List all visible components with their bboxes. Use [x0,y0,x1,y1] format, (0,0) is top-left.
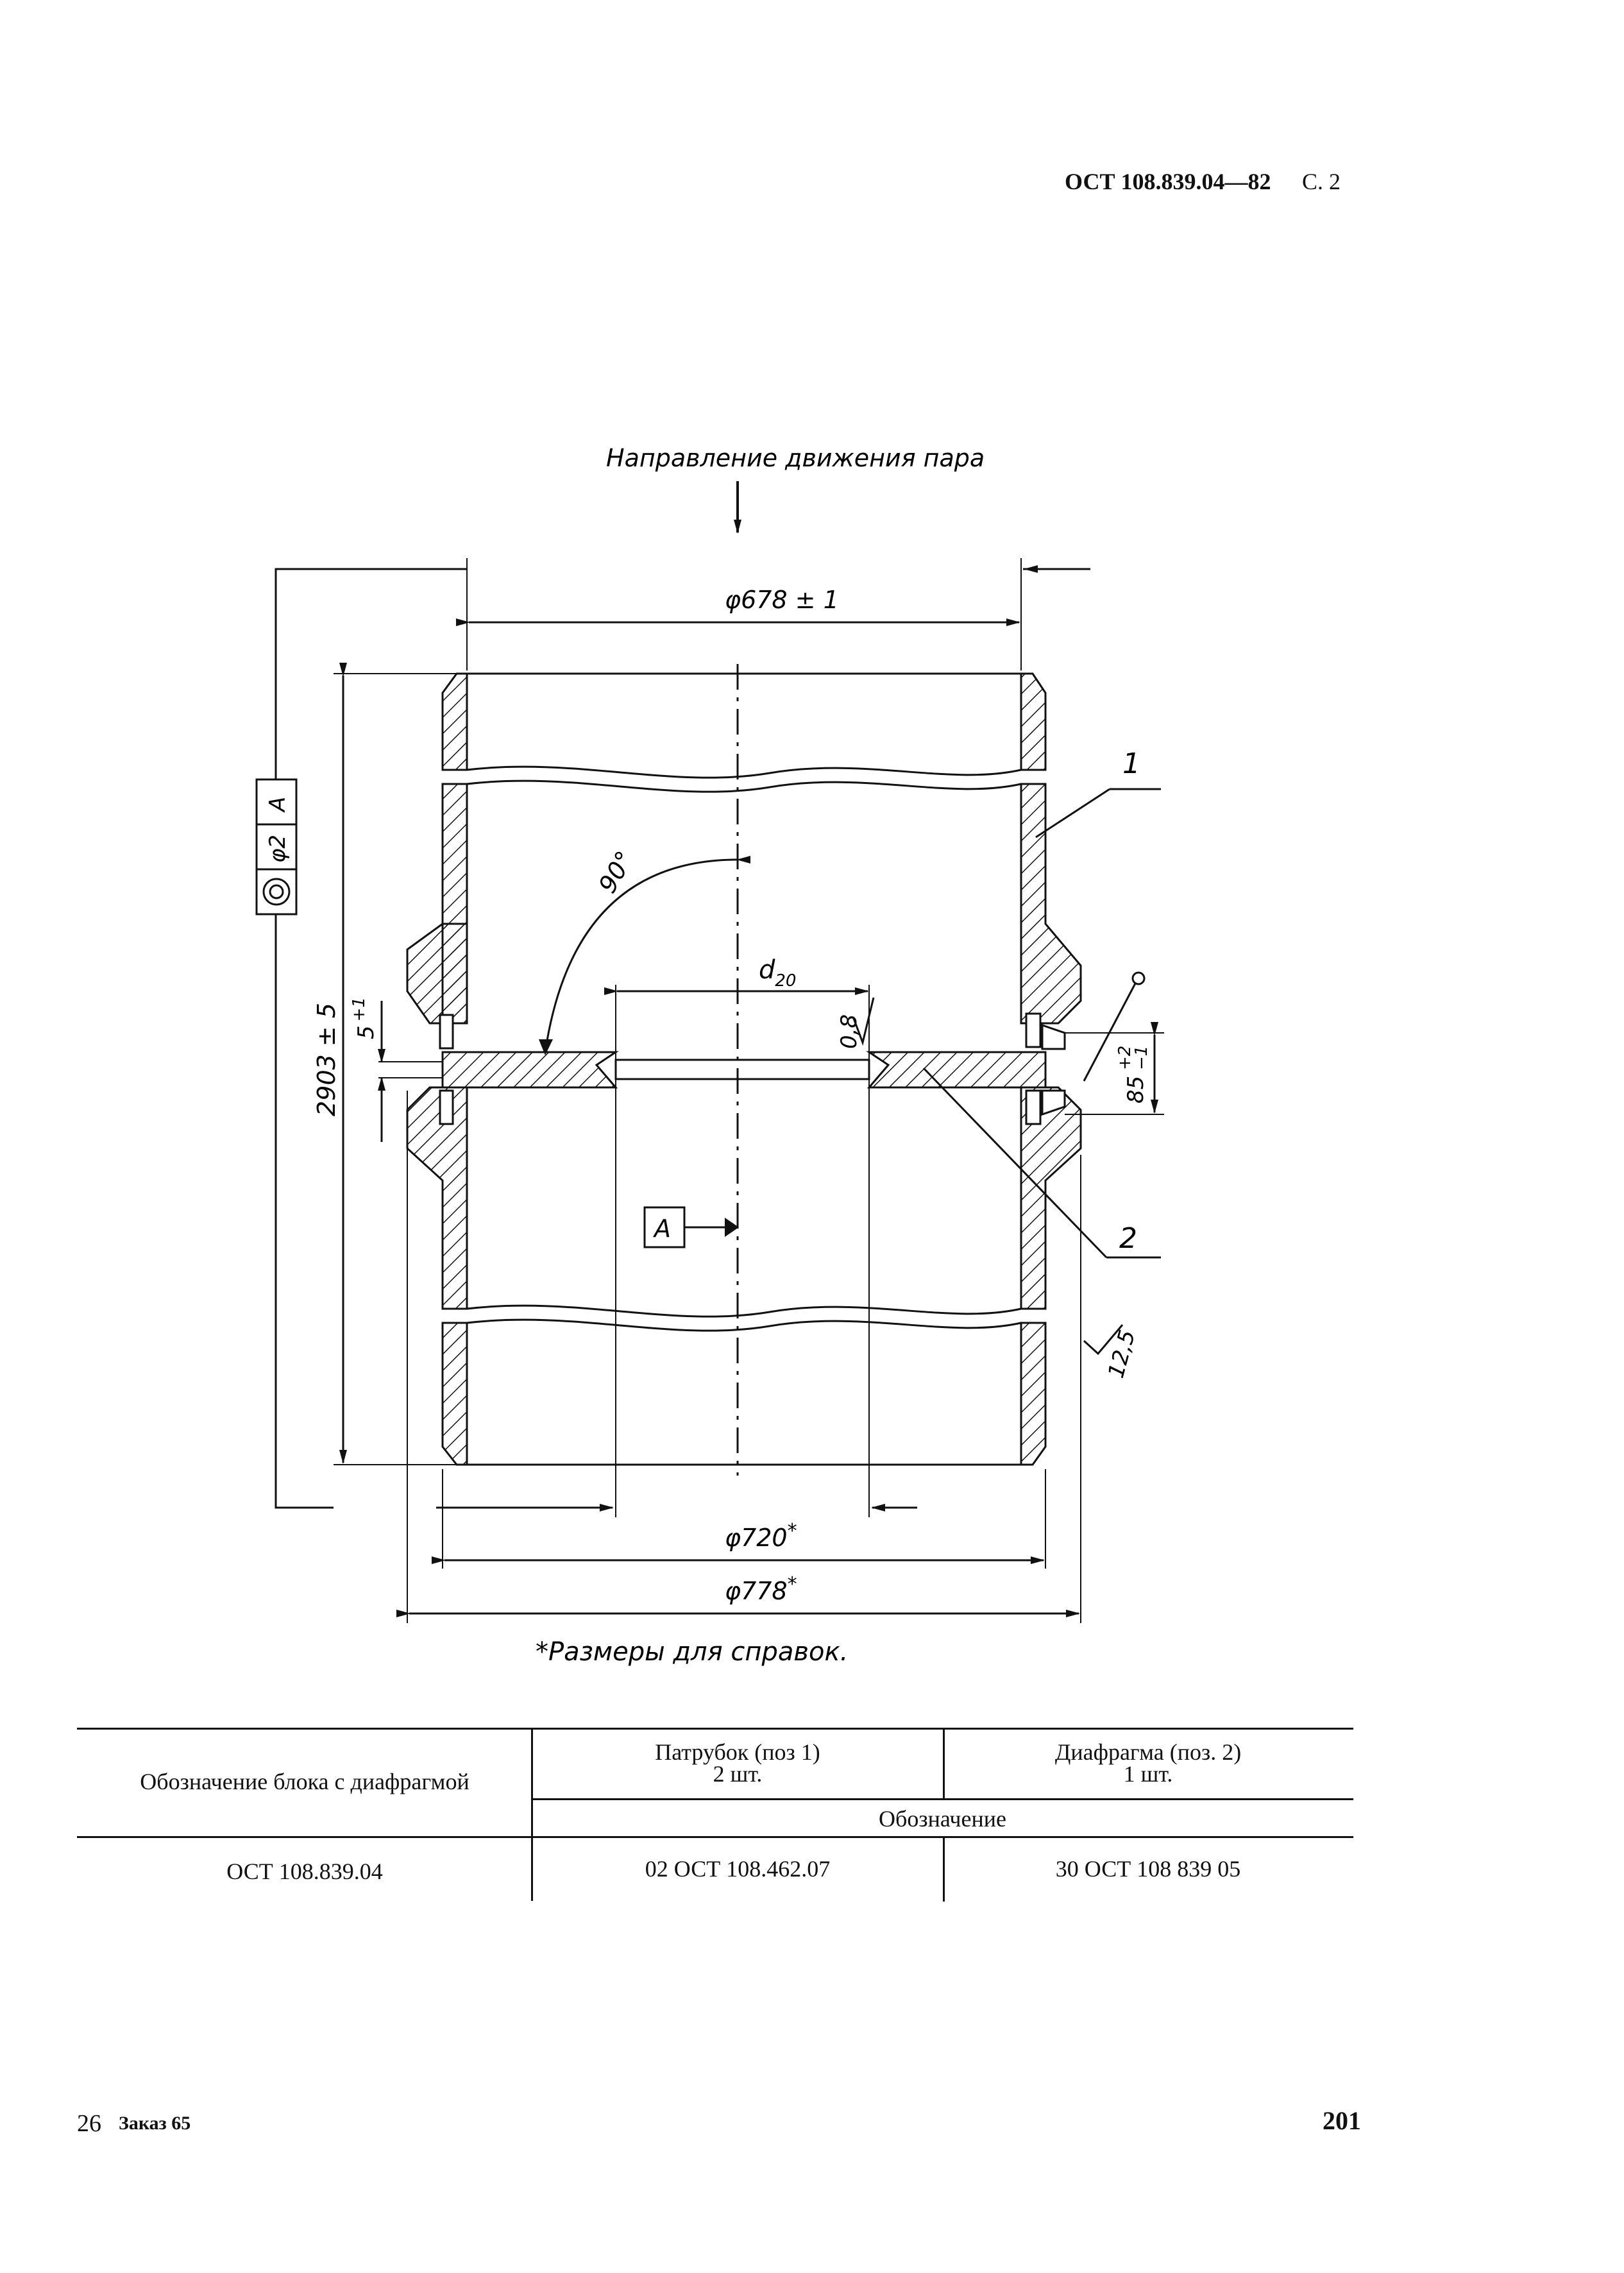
weld-top [1041,1023,1066,1050]
left-wall-lower-bulge [406,1086,468,1310]
diaphragm-orifice [614,1059,870,1080]
break-line-top-1 [466,765,1022,779]
tolerance-frame: φ2 A [255,778,298,915]
left-wall-bottom [441,1322,468,1466]
weld-leader-circle [1131,971,1146,985]
reference-note: *Размеры для справок. [536,1637,848,1667]
svg-text:φ2: φ2 [265,835,291,863]
datum-a-label: A [652,1214,671,1243]
standard-designation: ОСТ 108.839.04—82 [1065,169,1271,194]
break-line-bottom-2 [466,1318,1022,1332]
row-block-designation: ОСТ 108.839.04 [226,1859,383,1884]
col-pipe-qty: 2 шт. [713,1761,763,1787]
designation-subheader: Обозначение [879,1806,1006,1832]
svg-text:+2: +2 [1115,1046,1135,1070]
roughness-125: 12,5 [1103,1327,1140,1381]
svg-text:−1: −1 [1132,1046,1151,1070]
position-2-label: 2 [1119,1222,1137,1255]
break-line-bottom-1 [466,1304,1022,1318]
dim-720-label: φ720* [725,1520,797,1552]
right-wall-upper-bulge [1020,783,1082,1025]
position-1-label: 1 [1122,747,1140,780]
svg-text:A: A [265,797,291,813]
col-block-header: Обозначение блока с диафрагмой [140,1769,469,1794]
dim-85-label: 85 [1123,1076,1149,1103]
d20-label: d20 [759,955,796,991]
page-number: 201 [1323,2106,1361,2135]
coaxiality-icon [262,878,291,906]
right-wall-bottom [1020,1322,1047,1466]
row-pipe-designation: 02 ОСТ 108.462.07 [645,1856,831,1882]
dim-2903-label: 2903 ± 5 [312,1003,341,1116]
col-diaphragm-header: Диафрагма (поз. 2) [1054,1739,1242,1765]
dim-678-label: φ678 ± 1 [725,586,839,614]
angle-arc [544,855,751,1053]
break-line-top-2 [466,779,1022,793]
col-diaphragm-qty: 1 шт. [1123,1761,1173,1787]
diaphragm-left [441,1051,619,1089]
dim-5-label: 5+1 [350,997,379,1039]
right-wall-top [1020,672,1047,771]
page-reference: С. 2 [1302,169,1341,194]
col-pipe-header: Патрубок (поз 1) [655,1739,820,1765]
left-wall-top [441,672,468,771]
footer-order: Заказ 65 [119,2113,191,2134]
left-wall-upper-bulge [406,923,468,1025]
angle-90-label: 90° [593,846,639,898]
diaphragm-right [866,1051,1047,1089]
footer-sheet-number: 26 [77,2110,101,2137]
weld-bottom [1041,1089,1066,1116]
row-diaphragm-designation: 30 ОСТ 108 839 05 [1055,1856,1241,1882]
flow-direction-label: Направление движения пара [606,444,985,472]
dim-778-label: φ778* [725,1573,797,1605]
technical-drawing: Направление движения пара d20 0,8 90° A [255,444,1164,1667]
